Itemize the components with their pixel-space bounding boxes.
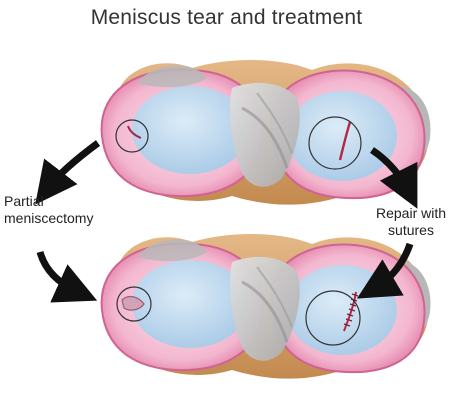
repair-with-sutures-label: Repair with sutures (372, 205, 450, 239)
arrow-left-bottom (40, 252, 78, 292)
partial-meniscectomy-label: Partial meniscectomy (4, 193, 124, 227)
arrow-left-top (48, 143, 98, 188)
knee-top-illustration (102, 60, 431, 205)
